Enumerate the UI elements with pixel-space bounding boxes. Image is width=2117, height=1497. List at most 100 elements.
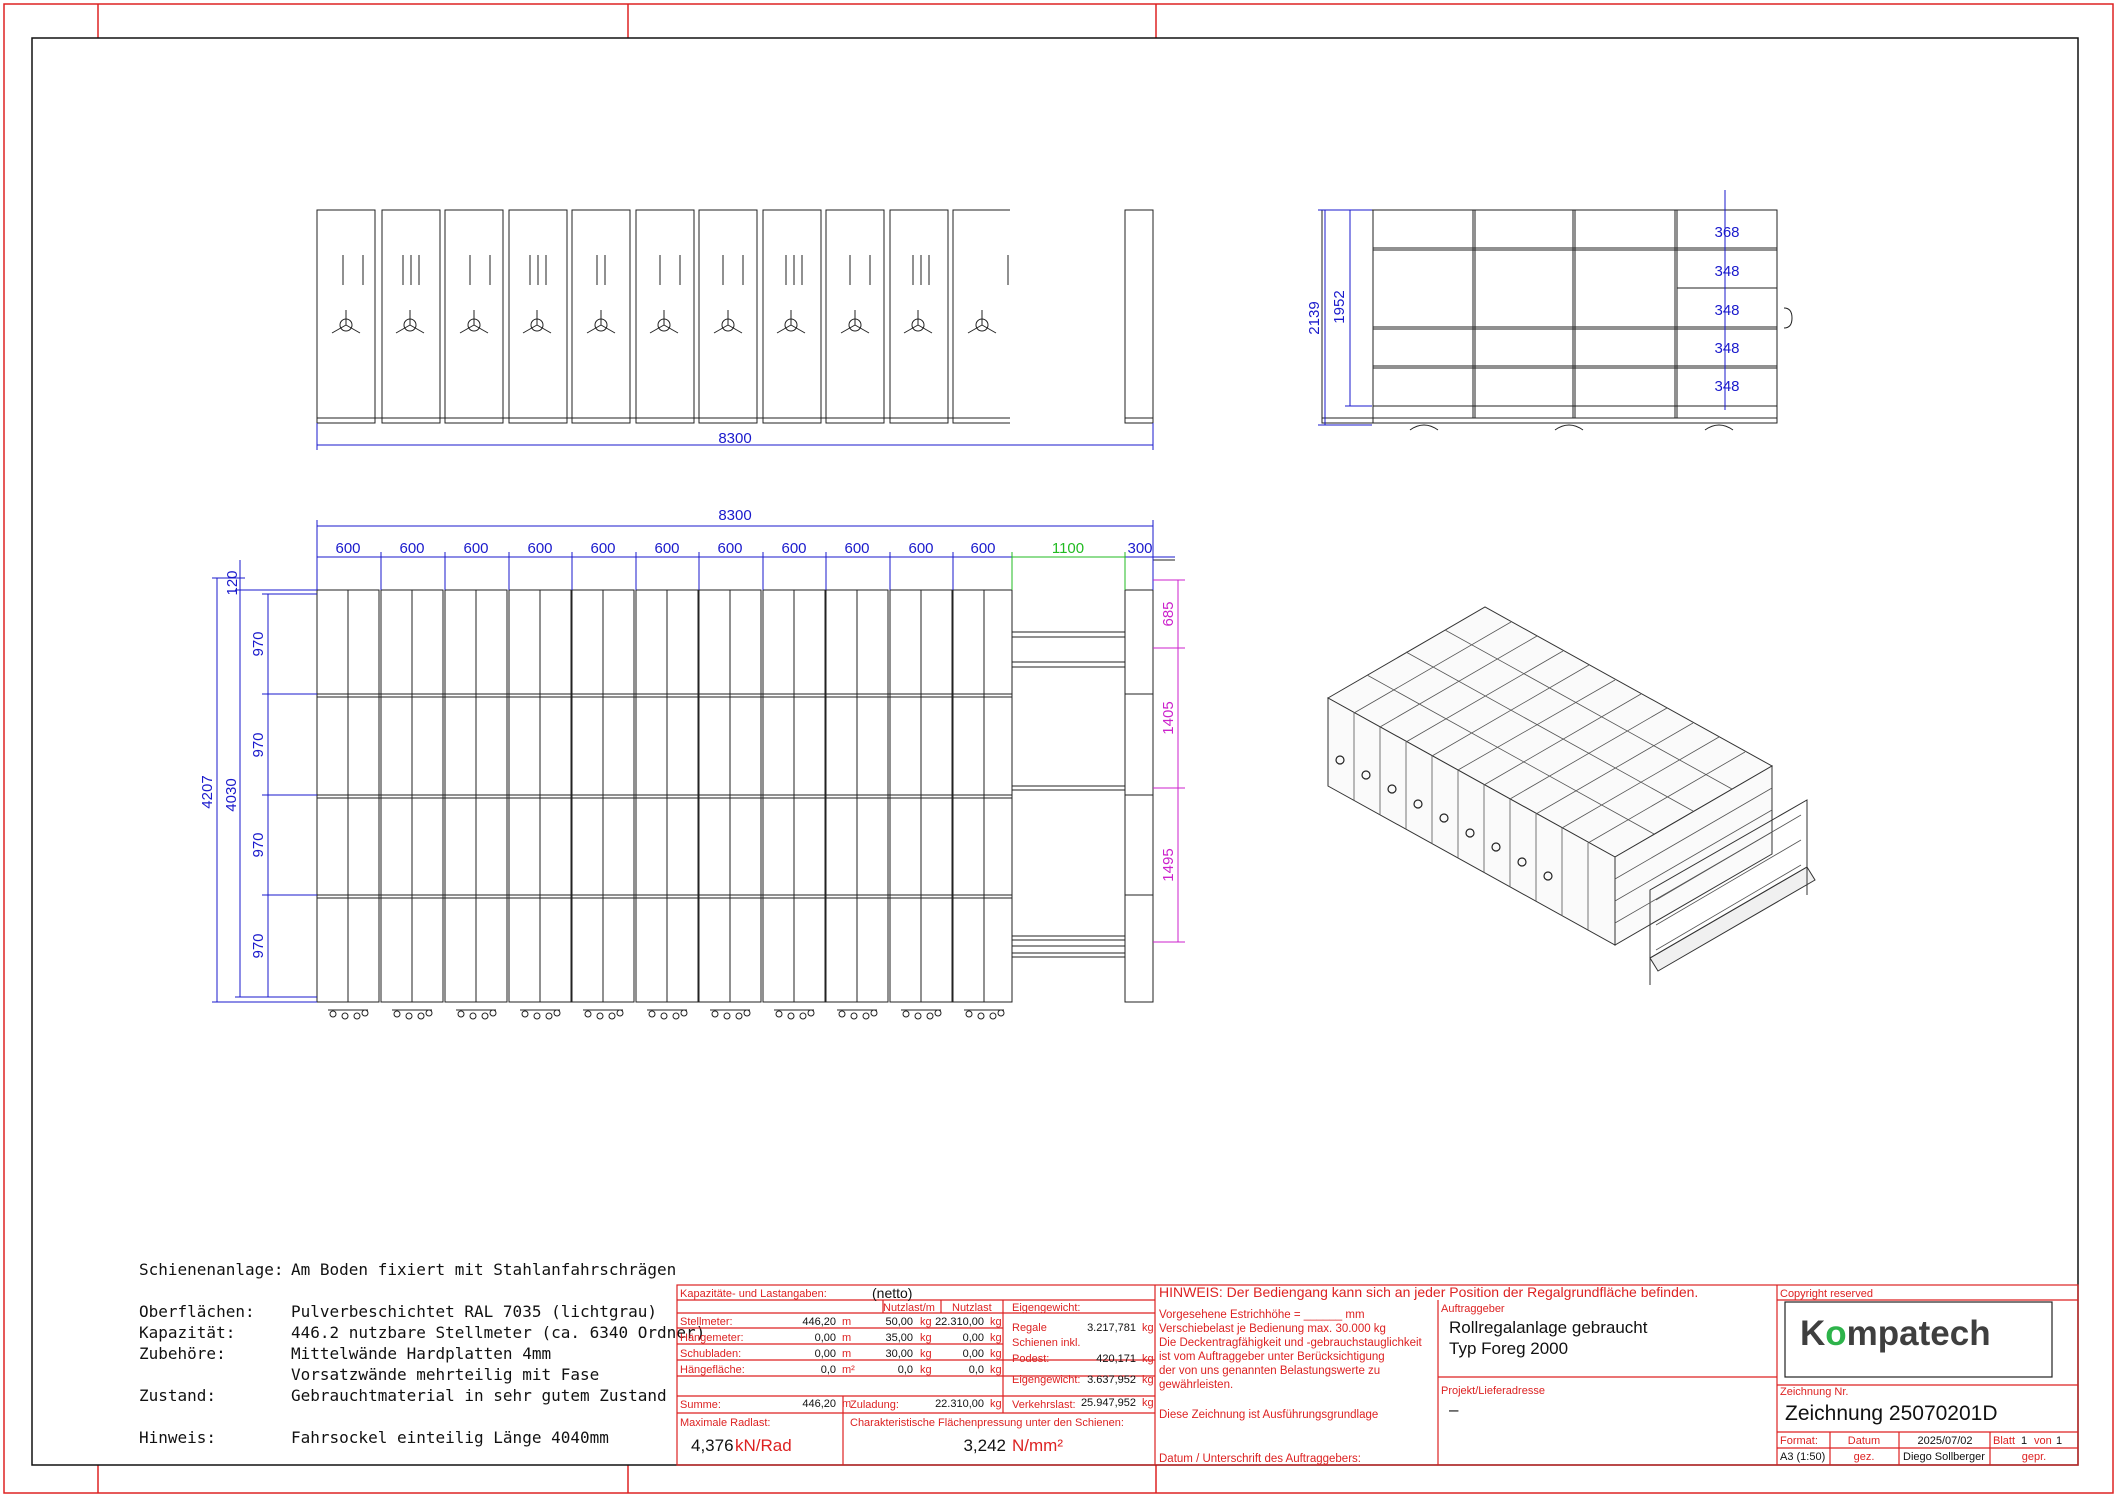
- left-total-outer-dim: 4207: [199, 775, 216, 808]
- gez-value: Diego Sollberger: [1903, 1451, 1985, 1463]
- eigen-label: Eigengewicht:: [1012, 1374, 1081, 1386]
- bay-width-dim: 600: [654, 540, 679, 557]
- front-label-slots: [342, 255, 1009, 285]
- row-v3: 0,00: [963, 1332, 984, 1344]
- zuladung-label: Zuladung:: [850, 1399, 899, 1411]
- right-dim: 1495: [1160, 848, 1177, 881]
- spec-list: Schienenanlage: Am Boden fixiert mit Sta…: [139, 1260, 705, 1447]
- spec-label: Oberflächen:: [139, 1302, 255, 1321]
- projekt-value: –: [1449, 1400, 1459, 1419]
- bay-width-dim: 600: [717, 540, 742, 557]
- spec-value: Gebrauchtmaterial in sehr gutem Zustand: [291, 1386, 667, 1405]
- plan-view: [316, 559, 1175, 1003]
- row-label: Stellmeter:: [680, 1316, 733, 1328]
- plan-wheels: [328, 1009, 1005, 1020]
- row-u1: m²: [842, 1364, 855, 1376]
- gepr-label: gepr.: [2022, 1451, 2046, 1463]
- eigen-value: 3.217,781: [1087, 1322, 1136, 1334]
- spec-value: Pulverbeschichtet RAL 7035 (lichtgrau): [291, 1302, 657, 1321]
- row-v2: 0,0: [898, 1364, 913, 1376]
- row-u3: kg: [990, 1348, 1002, 1360]
- verkehr-unit: kg: [1142, 1397, 1154, 1409]
- company-logo: Kompatech: [1800, 1314, 1991, 1353]
- flaechen-label: Charakteristische Flächenpressung unter …: [850, 1417, 1124, 1429]
- plan-left-dimensions: [212, 560, 317, 1003]
- zeichnung-value: Zeichnung 25070201D: [1785, 1402, 1998, 1425]
- von-value: 1: [2056, 1435, 2062, 1447]
- eigen-label: Regale: [1012, 1322, 1047, 1334]
- row-v2: 50,00: [885, 1316, 913, 1328]
- zuladung-unit: kg: [990, 1398, 1002, 1410]
- verkehr-value: 25.947,952: [1081, 1397, 1136, 1409]
- hinweis-line: ist vom Auftraggeber unter Berücksichtig…: [1159, 1351, 1385, 1363]
- plan-right-dimensions: [1153, 579, 1185, 943]
- row-u3: kg: [990, 1364, 1002, 1376]
- front-view: [316, 209, 1154, 424]
- row-u2: kg: [920, 1316, 932, 1328]
- plan-total-dim: 8300: [718, 507, 751, 524]
- row-v3: 0,00: [963, 1348, 984, 1360]
- flaechen-value: 3,242: [963, 1436, 1006, 1455]
- side-height-inner-dim: 1952: [1331, 290, 1348, 323]
- spec-label: Schienenanlage:: [139, 1260, 284, 1279]
- logo-box: [1784, 1301, 2053, 1378]
- shelf-dim: 348: [1714, 263, 1739, 280]
- side-height-outer-dim: 2139: [1306, 301, 1323, 334]
- shelf-dim: 348: [1714, 340, 1739, 357]
- front-total-dim: 8300: [718, 430, 751, 447]
- summe-value: 446,20: [802, 1398, 836, 1410]
- hinweis-header: HINWEIS: Der Bediengang kann sich an jed…: [1159, 1284, 1698, 1300]
- drawing-border: [31, 37, 2079, 1466]
- col-nutzlast-m: Nutzlast/m: [883, 1302, 935, 1314]
- spec-value: Mittelwände Hardplatten 4mm: [291, 1344, 551, 1363]
- row-v2: 30,00: [885, 1348, 913, 1360]
- spec-label: Hinweis:: [139, 1428, 216, 1447]
- gap-dimension: [1011, 552, 1126, 590]
- datum-value: 2025/07/02: [1917, 1435, 1972, 1447]
- bay-width-dim: 600: [527, 540, 552, 557]
- row-depth-dim: 970: [250, 732, 267, 757]
- copyright-label: Copyright reserved: [1780, 1288, 1873, 1300]
- zuladung-value: 22.310,00: [935, 1398, 984, 1410]
- side-view: [1321, 209, 1793, 431]
- datum-label: Datum: [1848, 1435, 1880, 1447]
- right-dim: 685: [1160, 601, 1177, 626]
- capacity-header: Kapazitäte- und Lastangaben:: [680, 1288, 827, 1300]
- row-v1: 0,00: [815, 1348, 836, 1360]
- spec-label: Zubehöre:: [139, 1344, 226, 1363]
- bay-width-dim: 600: [781, 540, 806, 557]
- gap-width-dim: 1100: [1052, 540, 1084, 557]
- blatt-value: 1: [2021, 1435, 2027, 1447]
- row-label: Hängefläche:: [680, 1364, 745, 1376]
- verkehr-label: Verkehrslast:: [1012, 1399, 1076, 1411]
- summe-label: Summe:: [680, 1399, 721, 1411]
- eigen-label: Podest:: [1012, 1353, 1049, 1365]
- spec-value: Vorsatzwände mehrteilig mit Fase: [291, 1365, 599, 1384]
- bay-width-dim: 600: [970, 540, 995, 557]
- row-label: Hängemeter:: [680, 1332, 744, 1344]
- spec-value: Am Boden fixiert mit Stahlanfahrschrägen: [291, 1260, 676, 1279]
- hinweis-line: der von uns genannten Belastungswerte zu: [1159, 1365, 1380, 1377]
- row-v1: 446,20: [802, 1316, 836, 1328]
- row-u2: kg: [920, 1348, 932, 1360]
- capacity-rows: Stellmeter: 446,20 m 50,00 kg 22.310,00 …: [680, 1316, 1002, 1376]
- bay-width-dim: 600: [399, 540, 424, 557]
- flaechen-unit: N/mm²: [1012, 1436, 1063, 1455]
- isometric-view: [1326, 606, 1816, 985]
- col-eigengewicht: Eigengewicht:: [1012, 1302, 1081, 1314]
- hinweis-line: Die Deckentragfähigkeit und -gebrauchsta…: [1159, 1337, 1423, 1349]
- row-depth-dim: 970: [250, 933, 267, 958]
- spec-label: Zustand:: [139, 1386, 216, 1405]
- spec-label: Kapazität:: [139, 1323, 235, 1342]
- row-label: Schubladen:: [680, 1348, 741, 1360]
- auftraggeber-label: Auftraggeber: [1441, 1303, 1505, 1315]
- side-dimensions: [1318, 190, 1726, 426]
- format-value: A3 (1:50): [1780, 1451, 1825, 1463]
- von-label: von: [2034, 1435, 2052, 1447]
- summe-unit: m: [842, 1398, 851, 1410]
- left-top-dim: 120: [224, 570, 241, 595]
- hinweis-line: Verschiebelast je Bedienung max. 30.000 …: [1159, 1323, 1386, 1335]
- radlast-value: 4,376: [691, 1436, 734, 1455]
- title-block-frame: [676, 1284, 2079, 1466]
- zeichnung-label: Zeichnung Nr.: [1780, 1386, 1848, 1398]
